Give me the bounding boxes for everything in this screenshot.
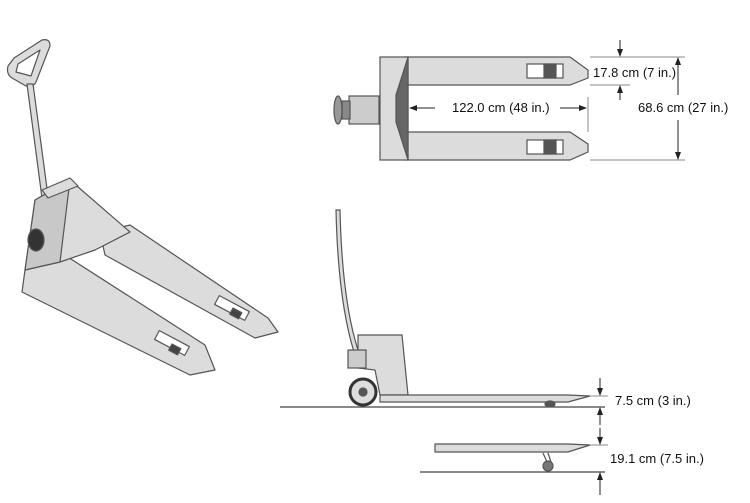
fork-length-label: 122.0 cm (48 in.) <box>452 100 550 115</box>
handle-shaft <box>26 83 49 199</box>
lowered-height-label: 7.5 cm (3 in.) <box>615 393 691 408</box>
isometric-view <box>6 39 279 376</box>
side-view-lowered <box>280 209 605 408</box>
top-view <box>333 56 589 161</box>
overall-width-label: 68.6 cm (27 in.) <box>638 100 728 115</box>
raised-height-label: 19.1 cm (7.5 in.) <box>610 451 704 466</box>
top-dimension-lines <box>409 40 685 161</box>
side-handle <box>335 209 359 353</box>
top-steer-wheel <box>333 95 343 125</box>
raised-fork <box>434 443 591 453</box>
side-fork <box>379 394 591 403</box>
top-body-wedge <box>395 56 409 161</box>
handle-loop <box>6 39 51 88</box>
side-view-raised <box>420 443 605 473</box>
side-dimension-lines <box>590 378 608 495</box>
frame-top <box>41 177 79 199</box>
steer-wheel <box>27 228 45 252</box>
raised-load-wheel <box>542 460 554 472</box>
fork-width-label: 17.8 cm (7 in.) <box>593 65 676 80</box>
